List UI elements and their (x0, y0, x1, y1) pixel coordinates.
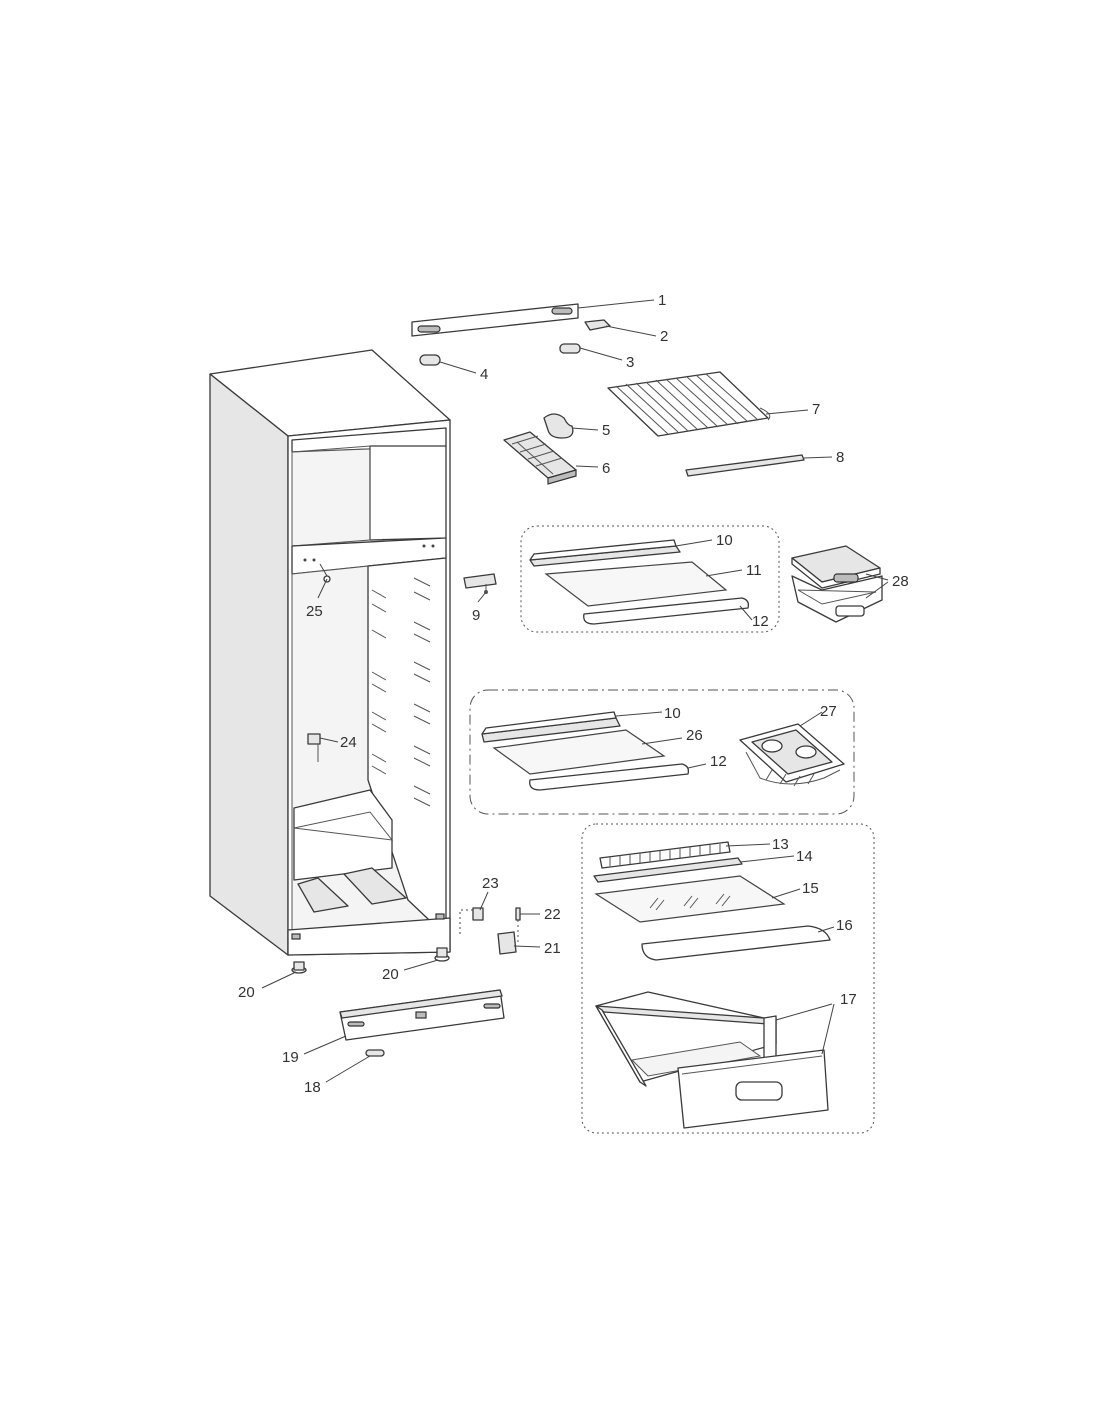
label-26: 26 (686, 727, 703, 744)
label-7: 7 (812, 401, 820, 418)
part-22-pin (515, 907, 521, 921)
label-22: 22 (544, 906, 561, 923)
part-20-leveling-foot-left (291, 961, 307, 974)
part-24-thermostat-knob (307, 733, 321, 762)
part-12-shelf-front-trim-a (583, 597, 750, 625)
part-15-glass-cover (594, 875, 786, 923)
label-3: 3 (626, 354, 634, 371)
part-27-rack (739, 723, 845, 787)
label-5: 5 (602, 422, 610, 439)
leader-lines (261, 299, 889, 1083)
group-box-shelf-set-2 (469, 689, 855, 815)
part-labels: 1 2 3 4 5 6 7 8 9 10 11 12 28 25 10 26 1… (238, 292, 909, 1096)
label-11: 11 (746, 562, 762, 579)
label-24: 24 (340, 734, 357, 751)
part-7-wire-shelf (607, 371, 771, 437)
label-28: 28 (892, 573, 909, 590)
label-20-b: 20 (382, 966, 399, 983)
part-17-crisper-drawer (595, 991, 829, 1129)
part-6-ice-tray (503, 431, 577, 485)
part-12-shelf-front-trim-b (529, 763, 690, 791)
part-19-kick-plate (339, 989, 505, 1041)
part-10-shelf-rear-trim-b (481, 711, 621, 743)
part-13-shelf-rear-trim (599, 841, 731, 869)
part-16-front-trim (641, 925, 831, 961)
label-27: 27 (820, 703, 837, 720)
part-26-glass-shelf (492, 729, 666, 775)
label-20-a: 20 (238, 984, 255, 1001)
label-1: 1 (658, 292, 666, 309)
part-21-bottom-hinge (497, 920, 519, 955)
label-10-a: 10 (716, 532, 733, 549)
label-15: 15 (802, 880, 819, 897)
part-18-clip (365, 1049, 385, 1057)
group-box-crisper-set (581, 823, 875, 1134)
part-10-shelf-rear-trim-a (529, 539, 681, 567)
label-18: 18 (304, 1079, 321, 1096)
part-1-top-cover (411, 303, 579, 337)
label-12-a: 12 (752, 613, 769, 630)
label-14: 14 (796, 848, 813, 865)
label-25: 25 (306, 603, 323, 620)
label-2: 2 (660, 328, 668, 345)
label-23: 23 (482, 875, 499, 892)
part-5-cover (543, 413, 574, 439)
part-3-plug (559, 343, 581, 354)
label-8: 8 (836, 449, 844, 466)
part-14-trim (593, 857, 743, 883)
label-4: 4 (480, 366, 488, 383)
part-8-rail (685, 454, 805, 477)
part-2-clip (584, 319, 611, 331)
label-12-b: 12 (710, 753, 727, 770)
refrigerator-cabinet (209, 349, 451, 956)
label-19: 19 (282, 1049, 299, 1066)
part-11-glass-shelf (544, 561, 728, 607)
label-17: 17 (840, 991, 857, 1008)
label-9: 9 (472, 607, 480, 624)
part-20-leveling-foot-right (434, 947, 450, 962)
part-28-ice-box (791, 545, 883, 623)
part-9-hinge (463, 573, 497, 594)
label-21: 21 (544, 940, 561, 957)
label-13: 13 (772, 836, 789, 853)
label-10-b: 10 (664, 705, 681, 722)
label-16: 16 (836, 917, 853, 934)
label-6: 6 (602, 460, 610, 477)
part-4-plug (419, 354, 441, 366)
part-23-bracket (459, 907, 484, 934)
